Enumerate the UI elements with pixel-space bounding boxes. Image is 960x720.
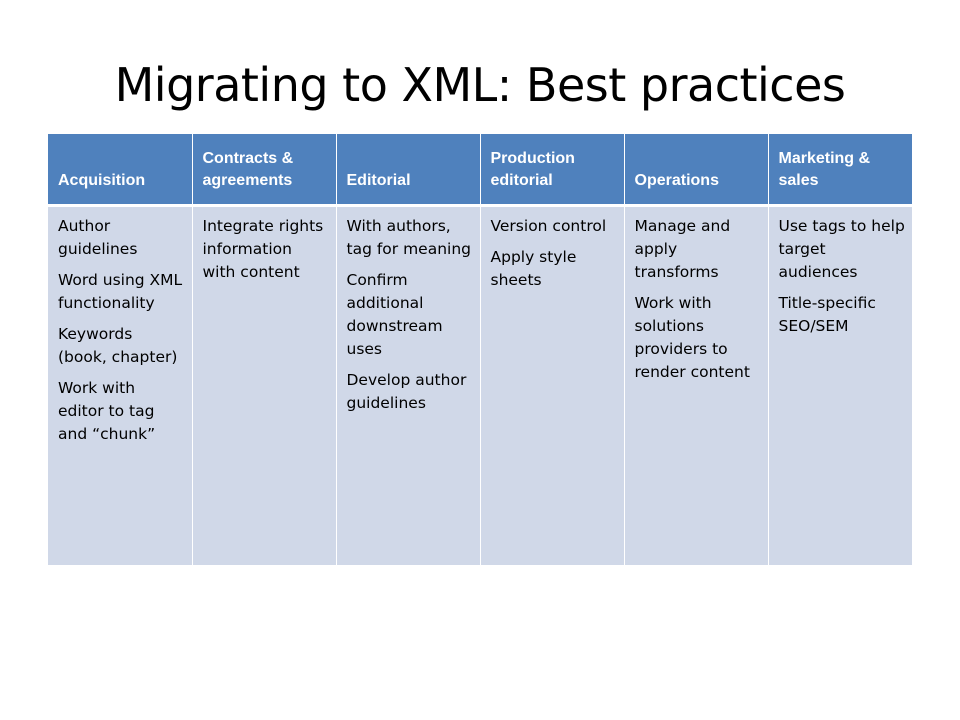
table-row: Author guidelines Word using XML functio… — [48, 204, 912, 565]
cell-operations: Manage and apply transforms Work with so… — [624, 204, 769, 565]
cell-production-editorial: Version control Apply style sheets — [480, 204, 625, 565]
list-item: Integrate rights information with conten… — [202, 217, 324, 281]
best-practices-table: Acquisition Contracts & agreements Edito… — [48, 134, 912, 565]
list-item: With authors, tag for meaning — [346, 217, 472, 258]
list-item: Use tags to help target audiences — [778, 217, 905, 281]
cell-editorial: With authors, tag for meaning Confirm ad… — [336, 204, 481, 565]
list-item: Keywords (book, chapter) — [58, 325, 178, 366]
cell-marketing-sales: Use tags to help target audiences Title-… — [768, 204, 912, 565]
slide-title: Migrating to XML: Best practices — [114, 58, 846, 112]
cell-contracts: Integrate rights information with conten… — [192, 204, 337, 565]
list-item: Word using XML functionality — [58, 271, 183, 312]
column-header-marketing-sales: Marketing & sales — [768, 134, 912, 206]
list-item: Manage and apply transforms — [634, 217, 731, 281]
list-item: Author guidelines — [58, 217, 138, 258]
column-header-operations: Operations — [624, 134, 769, 206]
list-item: Title-specific SEO/SEM — [778, 294, 876, 335]
column-header-editorial: Editorial — [336, 134, 481, 206]
list-item: Apply style sheets — [490, 248, 577, 289]
list-item: Confirm additional downstream uses — [346, 271, 443, 358]
column-header-acquisition: Acquisition — [48, 134, 193, 206]
column-header-production-editorial: Production editorial — [480, 134, 625, 206]
list-item: Work with editor to tag and “chunk” — [58, 379, 156, 443]
list-item: Version control — [490, 217, 607, 235]
column-header-contracts: Contracts & agreements — [192, 134, 337, 206]
list-item: Work with solutions providers to render … — [634, 294, 750, 381]
list-item: Develop author guidelines — [346, 371, 467, 412]
header-row: Acquisition Contracts & agreements Edito… — [48, 134, 912, 206]
cell-acquisition: Author guidelines Word using XML functio… — [48, 204, 193, 565]
